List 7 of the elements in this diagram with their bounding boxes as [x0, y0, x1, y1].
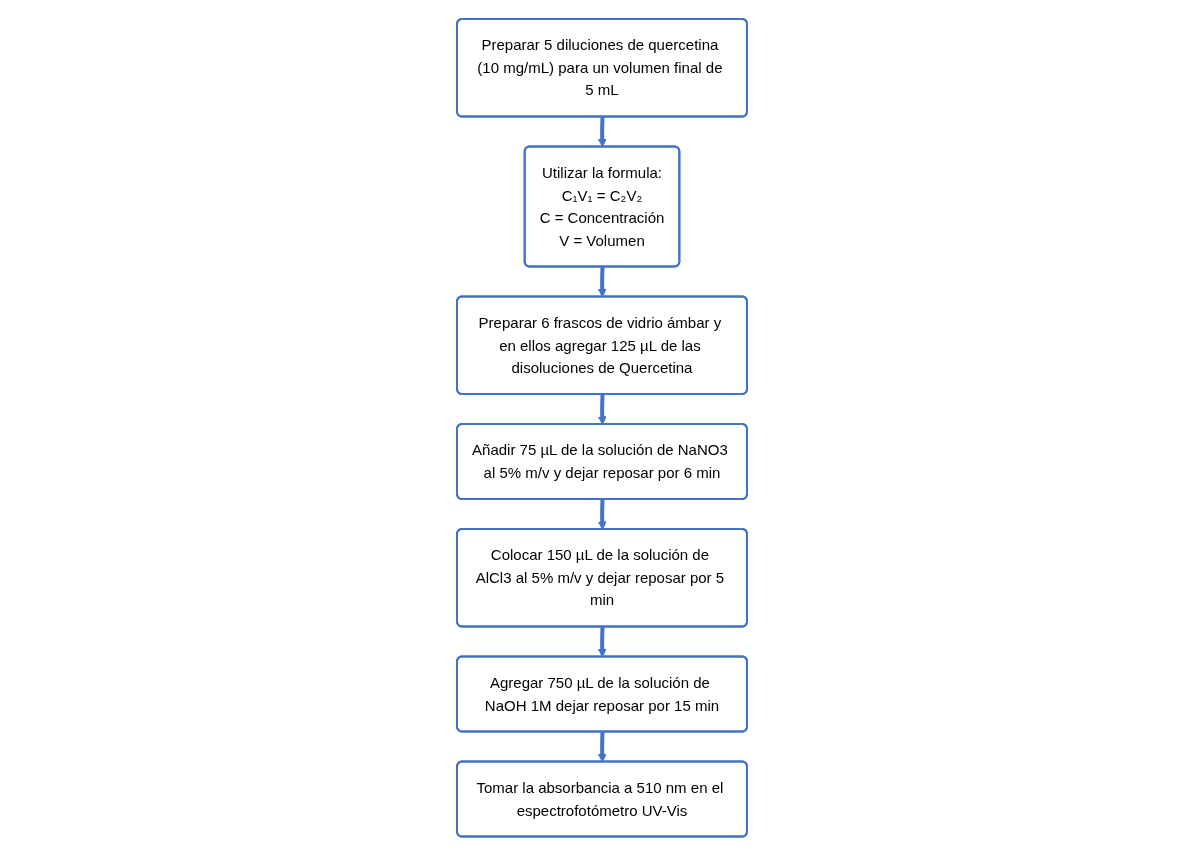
arrow [597, 499, 607, 530]
arrow [597, 626, 607, 658]
node-text: Añadir 75 µL de la solución de NaNO3 al 5% m/v y dejar reposar por 6 min [472, 440, 728, 481]
arrow [597, 266, 607, 298]
arrow [597, 394, 607, 425]
arrow [597, 731, 607, 763]
arrow [597, 116, 607, 148]
